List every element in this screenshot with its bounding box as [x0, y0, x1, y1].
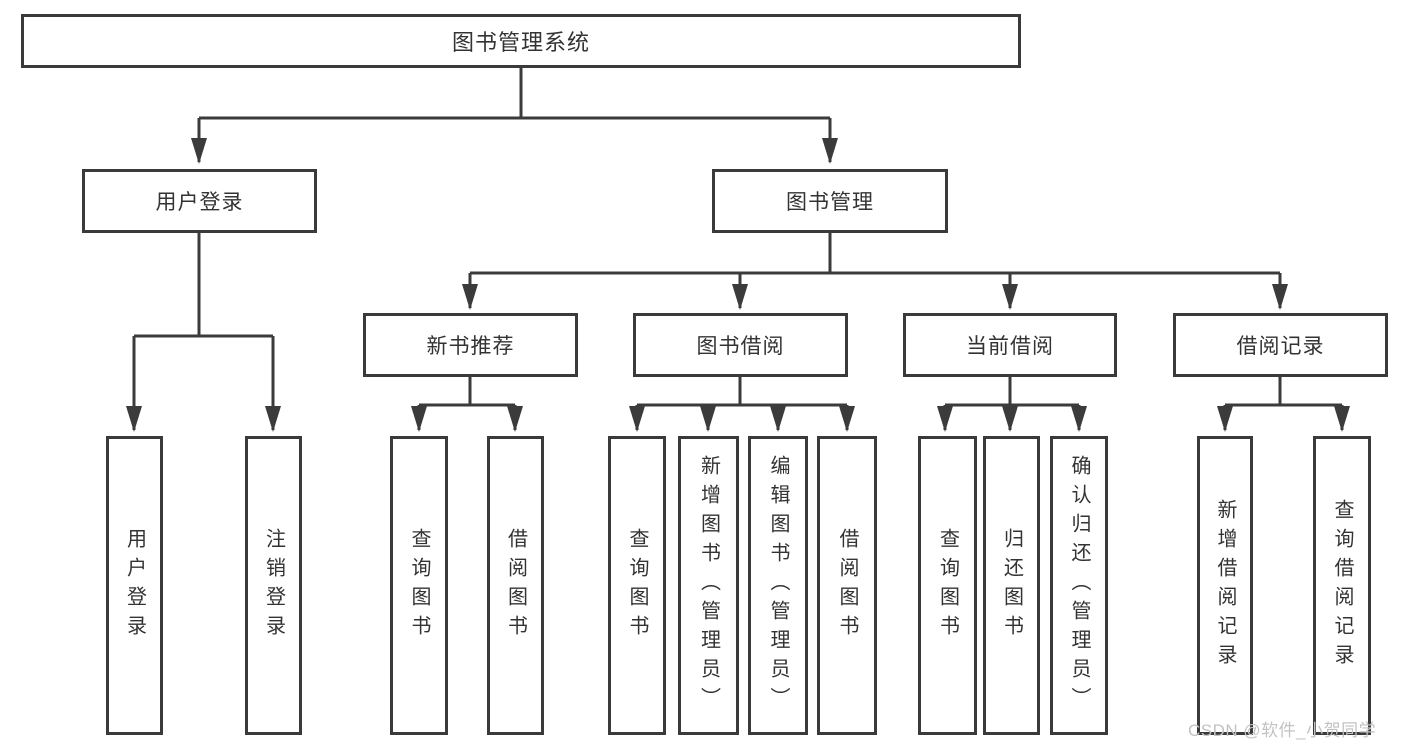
leaf-label: 查询图书: [626, 527, 648, 644]
node-root-system: 图书管理系统: [21, 14, 1021, 68]
node-book-management: 图书管理: [712, 169, 948, 233]
leaf-label: 查询借阅记录: [1331, 498, 1353, 673]
leaf-label: 新增借阅记录: [1214, 498, 1236, 673]
leaf-label: 新增图书（管理员）: [697, 455, 720, 716]
node-new-book-recommend: 新书推荐: [363, 313, 578, 377]
leaf-edit-book-admin: 编辑图书（管理员）: [748, 436, 808, 735]
leaf-borrow-books-borrow: 借阅图书: [817, 436, 877, 735]
leaf-add-book-admin: 新增图书（管理员）: [678, 436, 739, 735]
leaf-label: 查询图书: [936, 527, 959, 644]
leaf-query-borrow-record: 查询借阅记录: [1313, 436, 1371, 735]
node-current-borrow: 当前借阅: [903, 313, 1117, 377]
leaf-label: 查询图书: [408, 527, 430, 644]
csdn-watermark: CSDN @软件_小贺同学: [1188, 721, 1377, 740]
leaf-return-book: 归还图书: [983, 436, 1040, 735]
leaf-label: 注销登录: [262, 527, 285, 644]
leaf-query-books-current: 查询图书: [918, 436, 977, 735]
node-book-borrow: 图书借阅: [633, 313, 848, 377]
leaf-label: 借阅图书: [836, 527, 858, 644]
leaf-confirm-return-admin: 确认归还（管理员）: [1050, 436, 1108, 735]
leaf-query-books-borrow: 查询图书: [608, 436, 666, 735]
node-borrow-records: 借阅记录: [1173, 313, 1388, 377]
leaf-borrow-books-recommend: 借阅图书: [487, 436, 544, 735]
leaf-label: 归还图书: [1000, 527, 1023, 644]
leaf-label: 用户登录: [123, 527, 146, 644]
leaf-query-books-recommend: 查询图书: [390, 436, 448, 735]
leaf-label: 确认归还（管理员）: [1068, 455, 1090, 716]
node-user-login: 用户登录: [82, 169, 317, 233]
leaf-label: 编辑图书（管理员）: [767, 455, 789, 716]
leaf-user-login: 用户登录: [106, 436, 163, 735]
leaf-add-borrow-record: 新增借阅记录: [1197, 436, 1253, 735]
leaf-label: 借阅图书: [504, 527, 527, 644]
leaf-logout: 注销登录: [245, 436, 302, 735]
